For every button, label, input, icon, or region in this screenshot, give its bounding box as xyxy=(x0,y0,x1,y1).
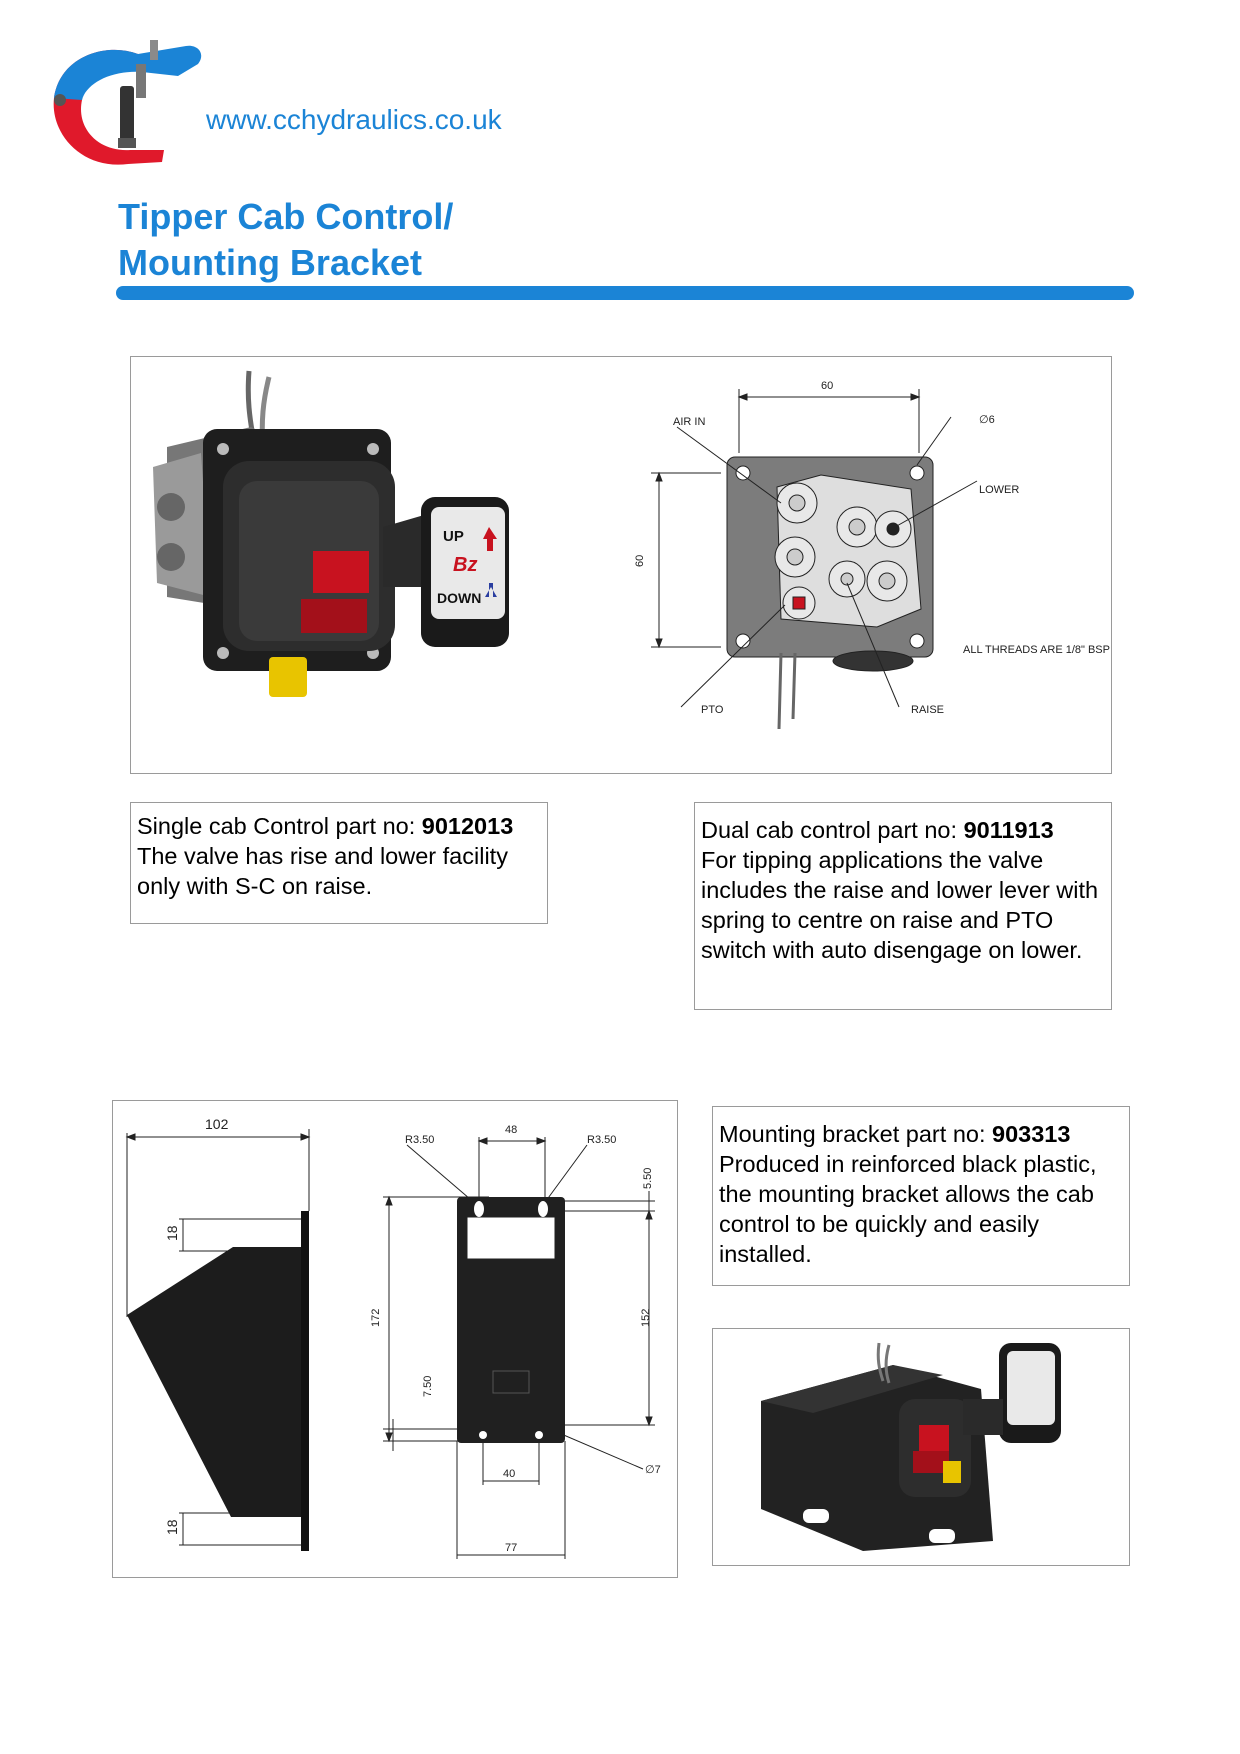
bracket-drawing-frame: 102 18 18 48 R3.50 R3.50 5.50 172 152 7.… xyxy=(112,1100,678,1578)
dim-18-bottom: 18 xyxy=(164,1519,180,1535)
cab-control-render: UP Bz DOWN xyxy=(153,370,509,697)
bracket-description: Produced in reinforced black plastic, th… xyxy=(719,1151,1097,1267)
bracket-technical-drawing: 102 18 18 48 R3.50 R3.50 5.50 172 152 7.… xyxy=(125,1116,661,1559)
dual-control-part-no: 9011913 xyxy=(963,817,1054,843)
knob-logo: Bz xyxy=(453,554,477,576)
bracket-render-frame xyxy=(712,1328,1130,1566)
dual-control-description: For tipping applications the valve inclu… xyxy=(701,847,1099,963)
dim-5-50: 5.50 xyxy=(642,1168,654,1189)
diameter-label: ∅6 xyxy=(979,414,995,426)
mounting-bracket-box: Mounting bracket part no: 903313 Produce… xyxy=(712,1106,1130,1286)
bracket-part-no: 903313 xyxy=(992,1121,1071,1147)
title-line-2: Mounting Bracket xyxy=(118,242,423,283)
website-link[interactable]: www.cchydraulics.co.uk xyxy=(206,104,502,135)
cab-control-figure-frame: UP Bz DOWN xyxy=(130,356,1112,774)
air-in-label: AIR IN xyxy=(673,416,705,428)
pto-label: PTO xyxy=(701,704,724,716)
dim-102: 102 xyxy=(205,1116,229,1132)
company-logo xyxy=(53,40,202,165)
dim-width-label: 60 xyxy=(821,380,833,392)
dim-40: 40 xyxy=(503,1468,515,1480)
dim-152: 152 xyxy=(640,1309,652,1327)
dim-48: 48 xyxy=(505,1124,517,1136)
dim-r-right: R3.50 xyxy=(587,1134,616,1146)
page-title: Tipper Cab Control/ Mounting Bracket xyxy=(118,194,453,286)
valve-technical-drawing xyxy=(651,389,978,730)
knob-down-label: DOWN xyxy=(437,590,481,606)
cab-control-figure: UP Bz DOWN xyxy=(153,370,1110,730)
dim-77: 77 xyxy=(505,1542,517,1554)
bracket-part-line: Mounting bracket part no: 903313 xyxy=(719,1121,1071,1147)
single-control-box: Single cab Control part no: 9012013 The … xyxy=(130,802,548,924)
dim-18-top: 18 xyxy=(164,1225,180,1241)
title-underline xyxy=(116,286,1134,300)
single-control-part-line: Single cab Control part no: 9012013 xyxy=(137,813,514,839)
raise-label: RAISE xyxy=(911,704,944,716)
dim-hole: ∅7 xyxy=(645,1464,661,1476)
single-control-part-no: 9012013 xyxy=(421,813,514,839)
threads-note: ALL THREADS ARE 1/8" BSP xyxy=(963,644,1110,656)
dim-172: 172 xyxy=(370,1309,382,1327)
knob-up-label: UP xyxy=(443,528,464,545)
lower-label: LOWER xyxy=(979,484,1019,496)
dim-r-left: R3.50 xyxy=(405,1134,434,1146)
bracket-render xyxy=(761,1342,1061,1551)
dual-control-box: Dual cab control part no: 9011913 For ti… xyxy=(694,802,1112,1010)
title-line-1: Tipper Cab Control/ xyxy=(118,196,454,237)
dual-control-part-line: Dual cab control part no: 9011913 xyxy=(701,817,1054,843)
dim-height-label: 60 xyxy=(634,555,646,567)
single-control-description: The valve has rise and lower facility on… xyxy=(137,843,508,899)
dim-7-50: 7.50 xyxy=(422,1376,434,1397)
